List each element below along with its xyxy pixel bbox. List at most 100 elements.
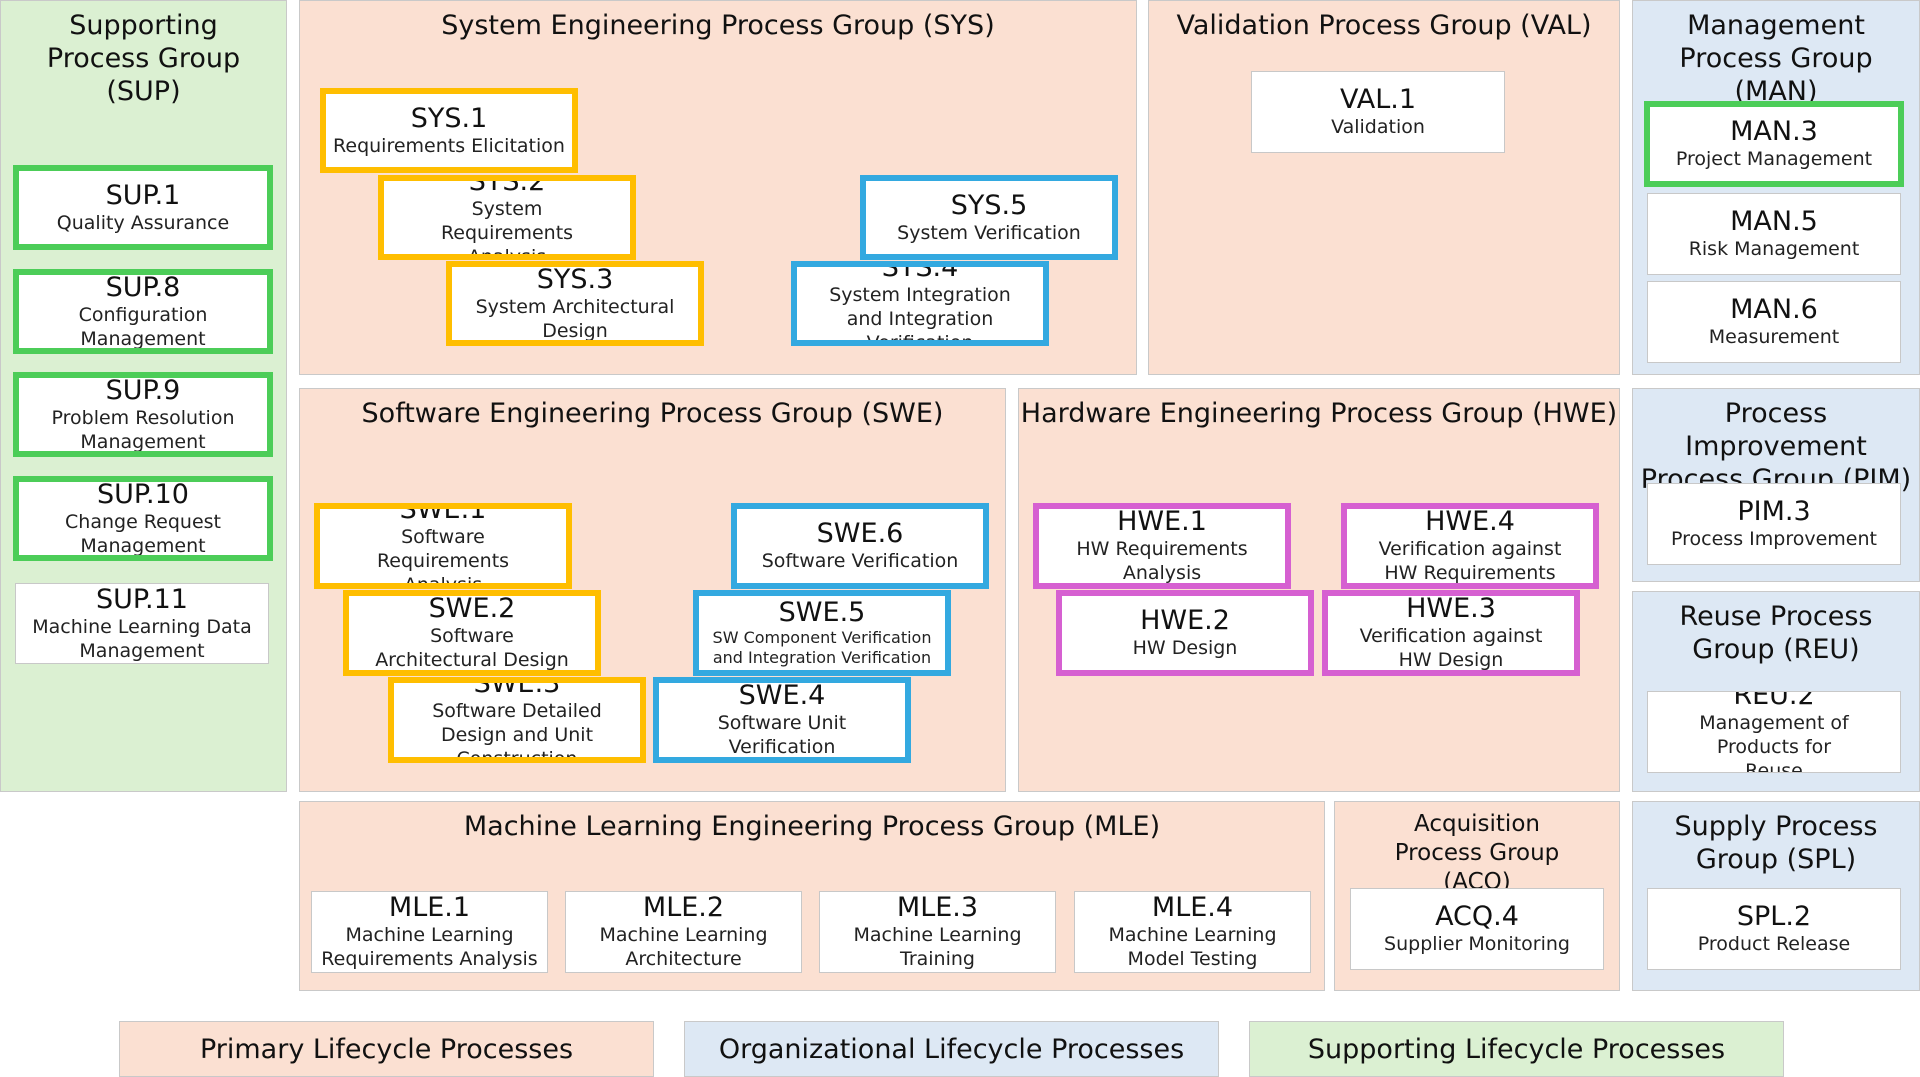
process-id: HWE.2 — [1140, 605, 1230, 636]
process-sup11[interactable]: SUP.11 Machine Learning Data Management — [15, 583, 269, 664]
process-id: MLE.4 — [1151, 892, 1234, 923]
process-id: SWE.3 — [473, 677, 561, 699]
process-mle4[interactable]: MLE.4 Machine Learning Model Testing — [1074, 891, 1311, 973]
process-pim3[interactable]: PIM.3 Process Improvement — [1647, 483, 1901, 565]
process-name: Software Requirements Analysis — [376, 526, 510, 589]
process-val1[interactable]: VAL.1 Validation — [1251, 71, 1505, 153]
process-mle1[interactable]: MLE.1 Machine Learning Requirements Anal… — [311, 891, 548, 973]
process-id: SUP.11 — [96, 583, 188, 615]
process-name: Software Verification — [761, 550, 959, 572]
process-man6[interactable]: MAN.6 Measurement — [1647, 281, 1901, 363]
legend-organizational: Organizational Lifecycle Processes — [684, 1021, 1219, 1077]
process-name: System Architectural Design — [475, 295, 675, 342]
process-name: Software Unit Verification — [717, 712, 847, 758]
process-id: REU.2 — [1733, 691, 1815, 711]
process-id: SUP.1 — [105, 179, 181, 211]
legend-primary: Primary Lifecycle Processes — [119, 1021, 654, 1077]
process-id: ACQ.4 — [1435, 901, 1519, 932]
process-swe2[interactable]: SWE.2 Software Architectural Design — [343, 590, 601, 676]
process-id: MLE.2 — [642, 892, 725, 923]
process-name: Project Management — [1675, 148, 1873, 170]
process-id: SYS.4 — [881, 261, 959, 283]
process-id: MLE.1 — [388, 892, 471, 923]
process-name: Management of Products for Reuse — [1699, 712, 1849, 773]
process-reu2[interactable]: REU.2 Management of Products for Reuse — [1647, 691, 1901, 773]
process-swe6[interactable]: SWE.6 Software Verification — [731, 503, 989, 589]
process-name: Product Release — [1697, 933, 1851, 955]
process-name: Machine Learning Training — [853, 924, 1022, 970]
group-title: Acquisition Process Group (ACQ) — [1394, 811, 1560, 895]
process-id: SWE.1 — [399, 503, 487, 525]
process-name: Change Request Management — [65, 510, 221, 557]
group-title: Process Improvement Process Group (PIM) — [1640, 398, 1912, 495]
group-title: Hardware Engineering Process Group (HWE) — [1020, 398, 1618, 429]
process-acq4[interactable]: ACQ.4 Supplier Monitoring — [1350, 888, 1604, 970]
process-sup1[interactable]: SUP.1 Quality Assurance — [13, 165, 273, 250]
process-mle2[interactable]: MLE.2 Machine Learning Architecture — [565, 891, 802, 973]
process-man3[interactable]: MAN.3 Project Management — [1644, 101, 1904, 187]
process-name: Verification against HW Requirements — [1378, 538, 1562, 584]
process-id: SYS.5 — [950, 189, 1028, 221]
process-id: SUP.10 — [97, 478, 189, 510]
process-id: SUP.9 — [105, 374, 181, 406]
process-id: SWE.5 — [778, 597, 866, 628]
group-val: Validation Process Group (VAL) — [1148, 0, 1620, 375]
process-hwe4[interactable]: HWE.4 Verification against HW Requiremen… — [1341, 503, 1599, 589]
process-sys2[interactable]: SYS.2 System Requirements Analysis — [378, 175, 636, 260]
process-hwe3[interactable]: HWE.3 Verification against HW Design — [1322, 590, 1580, 676]
process-id: HWE.4 — [1425, 506, 1515, 537]
process-swe3[interactable]: SWE.3 Software Detailed Design and Unit … — [388, 677, 646, 763]
group-title: Validation Process Group (VAL) — [1176, 10, 1592, 41]
process-name: Machine Learning Model Testing — [1108, 924, 1277, 970]
process-name: Machine Learning Data Management — [32, 615, 252, 662]
process-name: SW Component Verification and Integratio… — [712, 628, 932, 667]
process-hwe2[interactable]: HWE.2 HW Design — [1056, 590, 1314, 676]
legend-label: Supporting Lifecycle Processes — [1307, 1033, 1726, 1065]
process-id: SUP.8 — [105, 271, 181, 303]
process-id: MAN.5 — [1730, 206, 1818, 237]
process-name: Problem Resolution Management — [51, 406, 235, 453]
process-id: SYS.3 — [536, 263, 614, 295]
group-title: Supporting Process Group (SUP) — [46, 10, 241, 107]
process-sup10[interactable]: SUP.10 Change Request Management — [13, 476, 273, 561]
process-id: SWE.2 — [428, 593, 516, 624]
process-id: HWE.1 — [1117, 506, 1207, 537]
process-swe4[interactable]: SWE.4 Software Unit Verification — [653, 677, 911, 763]
process-man5[interactable]: MAN.5 Risk Management — [1647, 193, 1901, 275]
process-swe5[interactable]: SWE.5 SW Component Verification and Inte… — [693, 590, 951, 676]
process-name: Requirements Elicitation — [333, 134, 565, 157]
process-mle3[interactable]: MLE.3 Machine Learning Training — [819, 891, 1056, 973]
process-id: HWE.3 — [1406, 593, 1496, 624]
group-title: Supply Process Group (SPL) — [1674, 811, 1878, 875]
process-name: HW Requirements Analysis — [1076, 538, 1248, 584]
process-hwe1[interactable]: HWE.1 HW Requirements Analysis — [1033, 503, 1291, 589]
process-name: Configuration Management — [78, 303, 208, 350]
process-name: Machine Learning Architecture — [599, 924, 768, 970]
process-sys4[interactable]: SYS.4 System Integration and Integration… — [791, 261, 1049, 346]
process-sup8[interactable]: SUP.8 Configuration Management — [13, 269, 273, 354]
process-id: SWE.4 — [738, 680, 826, 711]
process-name: Machine Learning Requirements Analysis — [321, 924, 538, 970]
group-title: Management Process Group (MAN) — [1679, 10, 1873, 107]
process-sys1[interactable]: SYS.1 Requirements Elicitation — [320, 88, 578, 173]
process-sys3[interactable]: SYS.3 System Architectural Design — [446, 261, 704, 346]
process-id: PIM.3 — [1737, 496, 1811, 527]
process-name: System Requirements Analysis — [440, 197, 574, 260]
process-id: MAN.3 — [1730, 116, 1818, 147]
process-id: SWE.6 — [816, 518, 904, 549]
process-id: SPL.2 — [1736, 901, 1812, 932]
process-name: Software Architectural Design — [375, 625, 569, 671]
process-name: Validation — [1331, 116, 1425, 138]
process-sys5[interactable]: SYS.5 System Verification — [860, 175, 1118, 260]
process-id: MLE.3 — [896, 892, 979, 923]
group-title: Software Engineering Process Group (SWE) — [361, 398, 944, 429]
process-name: Process Improvement — [1671, 528, 1877, 550]
process-name: Measurement — [1708, 326, 1840, 348]
process-id: VAL.1 — [1339, 84, 1417, 115]
process-swe1[interactable]: SWE.1 Software Requirements Analysis — [314, 503, 572, 589]
process-name: Software Detailed Design and Unit Constr… — [432, 700, 602, 763]
process-spl2[interactable]: SPL.2 Product Release — [1647, 888, 1901, 970]
process-sup9[interactable]: SUP.9 Problem Resolution Management — [13, 372, 273, 457]
legend-label: Organizational Lifecycle Processes — [718, 1033, 1185, 1065]
group-title: System Engineering Process Group (SYS) — [441, 10, 995, 41]
